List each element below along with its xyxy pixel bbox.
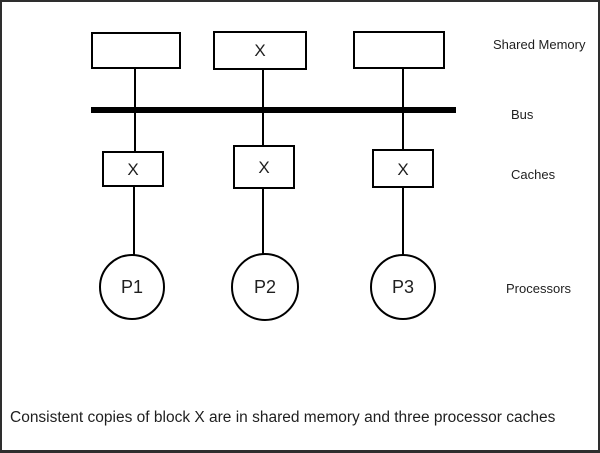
figure-caption: Consistent copies of block X are in shar… [10,409,556,426]
processor-node-2 [231,253,299,321]
cache-block-2 [233,145,295,189]
cache-block-1-label: X [127,160,138,179]
row-label-caches: Caches [511,167,556,182]
memory-block-2 [213,31,307,70]
processor-node-3-label: P3 [392,277,414,297]
memory-block-3 [353,31,445,69]
processor-node-2-label: P2 [254,277,276,297]
cache-block-3-label: X [397,160,408,179]
cache-block-2-label: X [258,158,269,177]
row-label-shared-memory: Shared Memory [493,37,586,52]
processor-node-3 [370,254,436,320]
processor-node-1-label: P1 [121,277,143,297]
cache-block-1 [102,151,164,187]
cache-block-3 [372,149,434,188]
row-label-processors: Processors [506,281,572,296]
row-label-bus: Bus [511,107,534,122]
memory-block-2-label: X [254,41,265,60]
processor-node-1 [99,254,165,320]
memory-block-1 [91,32,181,69]
